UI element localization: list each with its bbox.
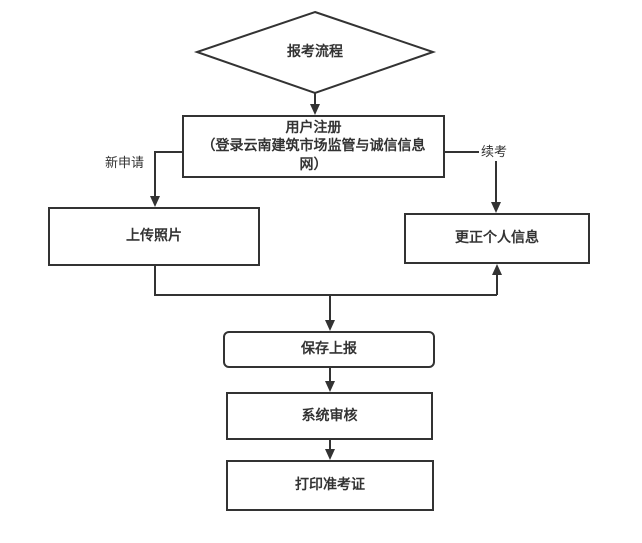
node-system-review: 系统审核 xyxy=(226,392,433,440)
edge-label-new-application: 新申请 xyxy=(105,156,145,171)
register-label-line2: （登录云南建筑市场监管与诚信信息 xyxy=(201,138,426,155)
edge-label-continue-exam: 续考 xyxy=(479,145,510,161)
node-correct-info: 更正个人信息 xyxy=(404,213,590,264)
arrowhead-review-to-print xyxy=(325,449,335,460)
edge-register-to-upload xyxy=(154,151,182,198)
arrowhead-save-to-review xyxy=(325,381,335,392)
arrowhead-merge-to-save xyxy=(325,320,335,331)
arrowhead-register-to-correct xyxy=(491,202,501,213)
arrowhead-start-to-register xyxy=(310,104,320,115)
node-save-submit: 保存上报 xyxy=(223,331,435,368)
node-upload-photo: 上传照片 xyxy=(48,207,260,266)
start-node-label: 报考流程 xyxy=(287,44,343,61)
register-label-line3: 网） xyxy=(299,156,328,173)
edge-upload-to-merge xyxy=(154,266,497,296)
node-user-register: 用户注册 （登录云南建筑市场监管与诚信信息 网） xyxy=(182,115,445,178)
arrowhead-register-to-upload xyxy=(150,196,160,207)
arrowhead-merge-to-correct xyxy=(492,264,502,275)
node-print-ticket: 打印准考证 xyxy=(226,460,434,511)
register-label-line1: 用户注册 xyxy=(285,120,342,137)
